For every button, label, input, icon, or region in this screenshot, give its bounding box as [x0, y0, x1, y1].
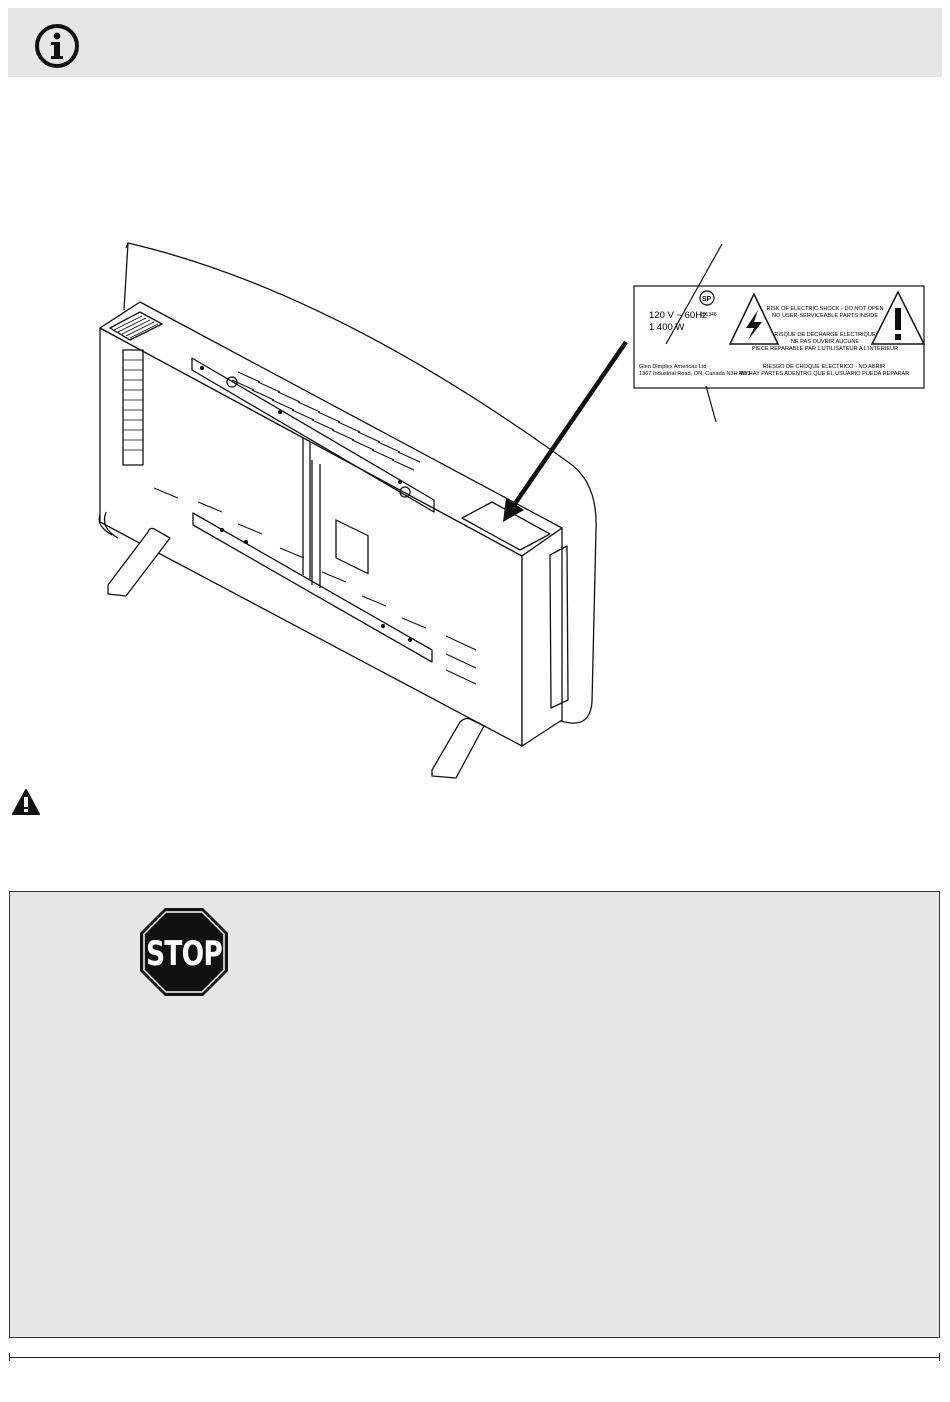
lightning-warning-icon	[728, 292, 780, 345]
info-circle-icon	[35, 24, 79, 68]
left-leg	[107, 527, 171, 597]
stop-sign-text: STOP	[146, 934, 222, 974]
housing-side	[521, 527, 563, 747]
right-leg	[431, 717, 485, 779]
label-fr-warning-2: NE PAS OUVRIR AUCUNE	[791, 339, 860, 345]
callout-arrow-line	[510, 340, 628, 510]
glass-panel	[125, 242, 597, 724]
top-grille	[109, 311, 163, 341]
label-en-warning-1: RISK OF ELECTRIC SHOCK - DO NOT OPEN	[766, 306, 883, 312]
label-voltage: 120 V ~ 60Hz	[649, 310, 707, 321]
label-fr-warning-1: RISQUE DE DECHARGE ELECTRIQUE	[774, 332, 876, 338]
rating-label: 120 V ~ 60Hz 1 400 W SP 201346 RISK OF E…	[633, 243, 926, 423]
label-power: 1 400 W	[649, 322, 684, 333]
info-header-bar	[8, 8, 942, 77]
wall-bracket-lower	[192, 512, 433, 663]
rating-label-plate	[461, 501, 551, 551]
wall-bracket-upper	[191, 357, 435, 513]
svg-text:SP: SP	[702, 296, 712, 303]
side-grille	[122, 349, 144, 466]
center-plate	[335, 519, 369, 575]
warning-triangle-icon	[12, 789, 40, 815]
footer-divider	[9, 1357, 940, 1358]
label-fr-warning-3: PIECE REPARABLE PAR L'UTILISATEUR A L'IN…	[752, 346, 898, 352]
label-address: 1367 Industrial Road, ON, Canada N3H 4W3	[639, 371, 751, 377]
footer-divider-tick-right	[939, 1353, 940, 1361]
label-company: Glen Dimplex Americas Ltd	[639, 364, 706, 370]
label-es-warning-2: NO HAY PARTES ADENTRO QUE EL USUARIO PUE…	[739, 371, 910, 377]
exclamation-warning-icon	[870, 290, 926, 345]
stop-sign-icon: STOP	[140, 908, 228, 996]
label-en-warning-2: NO USER-SERVICEABLE PARTS INSIDE	[772, 313, 878, 319]
footer-divider-tick-left	[9, 1353, 10, 1361]
label-es-warning-1: RIESGO DE CHOQUE ELECTRICO - NO ABRIR	[763, 364, 885, 370]
label-cert-number: 201346	[700, 312, 717, 318]
csa-mark-icon: SP	[699, 290, 715, 306]
callout-arrowhead	[503, 498, 524, 522]
heater-rear-illustration: 120 V ~ 60Hz 1 400 W SP 201346 RISK OF E…	[98, 242, 926, 779]
